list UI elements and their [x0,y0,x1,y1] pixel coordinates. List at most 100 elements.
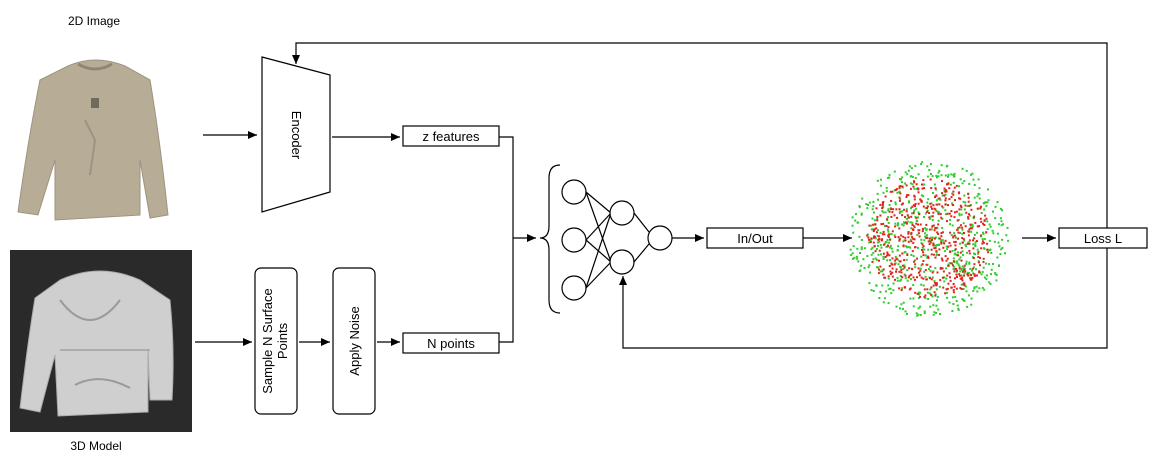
point-cloud-dot [871,260,874,263]
point-cloud-dot [899,279,902,282]
point-cloud-dot [908,267,911,270]
point-cloud-dot [982,232,985,235]
point-cloud-dot [970,277,973,280]
point-cloud-dot [938,197,941,200]
point-cloud-dot [934,196,936,199]
point-cloud-dot [970,204,972,206]
point-cloud-dot [898,212,901,215]
point-cloud-dot [983,208,986,211]
point-cloud-dot [899,275,902,277]
point-cloud-dot [955,210,958,213]
point-cloud-dot [915,183,918,186]
point-cloud-dot [948,198,951,201]
point-cloud-dot [898,238,901,241]
point-cloud-dot [913,238,916,241]
point-cloud-dot [862,258,865,261]
point-cloud-dot [976,248,979,251]
point-cloud-dot [888,210,891,213]
point-cloud-dot [970,173,972,176]
point-cloud-dot [972,239,974,242]
point-cloud-dot [935,250,938,253]
point-cloud-dot [967,274,970,277]
point-cloud-dot [898,270,901,273]
point-cloud-dot [932,253,935,256]
point-cloud-dot [917,188,920,191]
apply-noise-label: Apply Noise [347,306,362,375]
point-cloud-dot [957,227,959,229]
point-cloud-dot [909,246,912,249]
point-cloud-dot [931,207,933,210]
point-cloud-dot [963,268,966,271]
point-cloud-dot [855,255,858,258]
point-cloud-dot [860,239,863,241]
point-cloud-dot [881,210,884,213]
point-cloud-dot [904,277,907,280]
point-cloud-dot [961,232,964,235]
point-cloud-dot [964,285,967,288]
point-cloud-dot [886,228,889,231]
point-cloud-dot [932,313,935,316]
point-cloud-dot [902,245,905,248]
point-cloud-dot [921,183,923,186]
point-cloud-dot [946,212,949,215]
point-cloud-dot [998,245,1001,248]
point-cloud-dot [946,274,949,277]
point-cloud-dot [964,243,967,246]
point-cloud-dot [980,234,982,237]
point-cloud-dot [903,259,906,262]
point-cloud-dot [931,295,934,298]
point-cloud-dot [885,190,888,193]
point-cloud-dot [976,290,979,293]
point-cloud-dot [894,259,897,262]
point-cloud-dot [959,242,962,245]
point-cloud-dot [941,231,944,234]
point-cloud-dot [956,304,959,307]
point-cloud-dot [889,273,892,275]
point-cloud-dot [905,184,908,187]
point-cloud-dot [952,174,955,176]
point-cloud-dot [953,241,956,244]
point-cloud-dot [937,175,940,178]
point-cloud-dot [977,252,980,255]
point-cloud-dot [905,208,908,211]
point-cloud-dot [929,293,932,296]
point-cloud-dot [949,250,951,253]
point-cloud-dot [932,192,934,194]
point-cloud-dot [952,257,955,260]
point-cloud-dot [856,257,859,260]
point-cloud-dot [879,203,882,206]
point-cloud-dot [912,297,915,300]
point-cloud-dot [970,297,973,300]
point-cloud-dot [926,256,929,259]
point-cloud-dot [936,271,939,274]
point-cloud-dot [913,278,916,281]
point-cloud-dot [942,270,945,273]
point-cloud-dot [955,269,958,272]
point-cloud-dot [981,271,984,273]
point-cloud-dot [933,247,936,250]
point-cloud-dot [979,217,982,220]
point-cloud-dot [962,267,965,270]
point-cloud-dot [952,283,955,285]
point-cloud-dot [1000,248,1003,251]
point-cloud-dot [994,205,997,208]
point-cloud-dot [913,198,916,201]
point-cloud-dot [877,266,879,269]
point-cloud-dot [933,291,936,294]
point-cloud-dot [874,250,877,253]
point-cloud-dot [873,219,876,222]
point-cloud-dot [930,286,933,289]
point-cloud-dot [982,241,985,244]
loss-box [1058,227,1148,249]
point-cloud-dot [884,211,887,214]
point-cloud-dot [973,274,976,277]
point-cloud-dot [852,231,855,234]
point-cloud-dot [978,197,981,200]
point-cloud-dot [858,206,861,209]
point-cloud-dot [989,225,992,228]
point-cloud-dot [899,265,902,268]
point-cloud-dot [901,176,904,179]
point-cloud-dot [877,253,880,256]
point-cloud-dot [854,219,857,222]
point-cloud-dot [914,164,917,167]
